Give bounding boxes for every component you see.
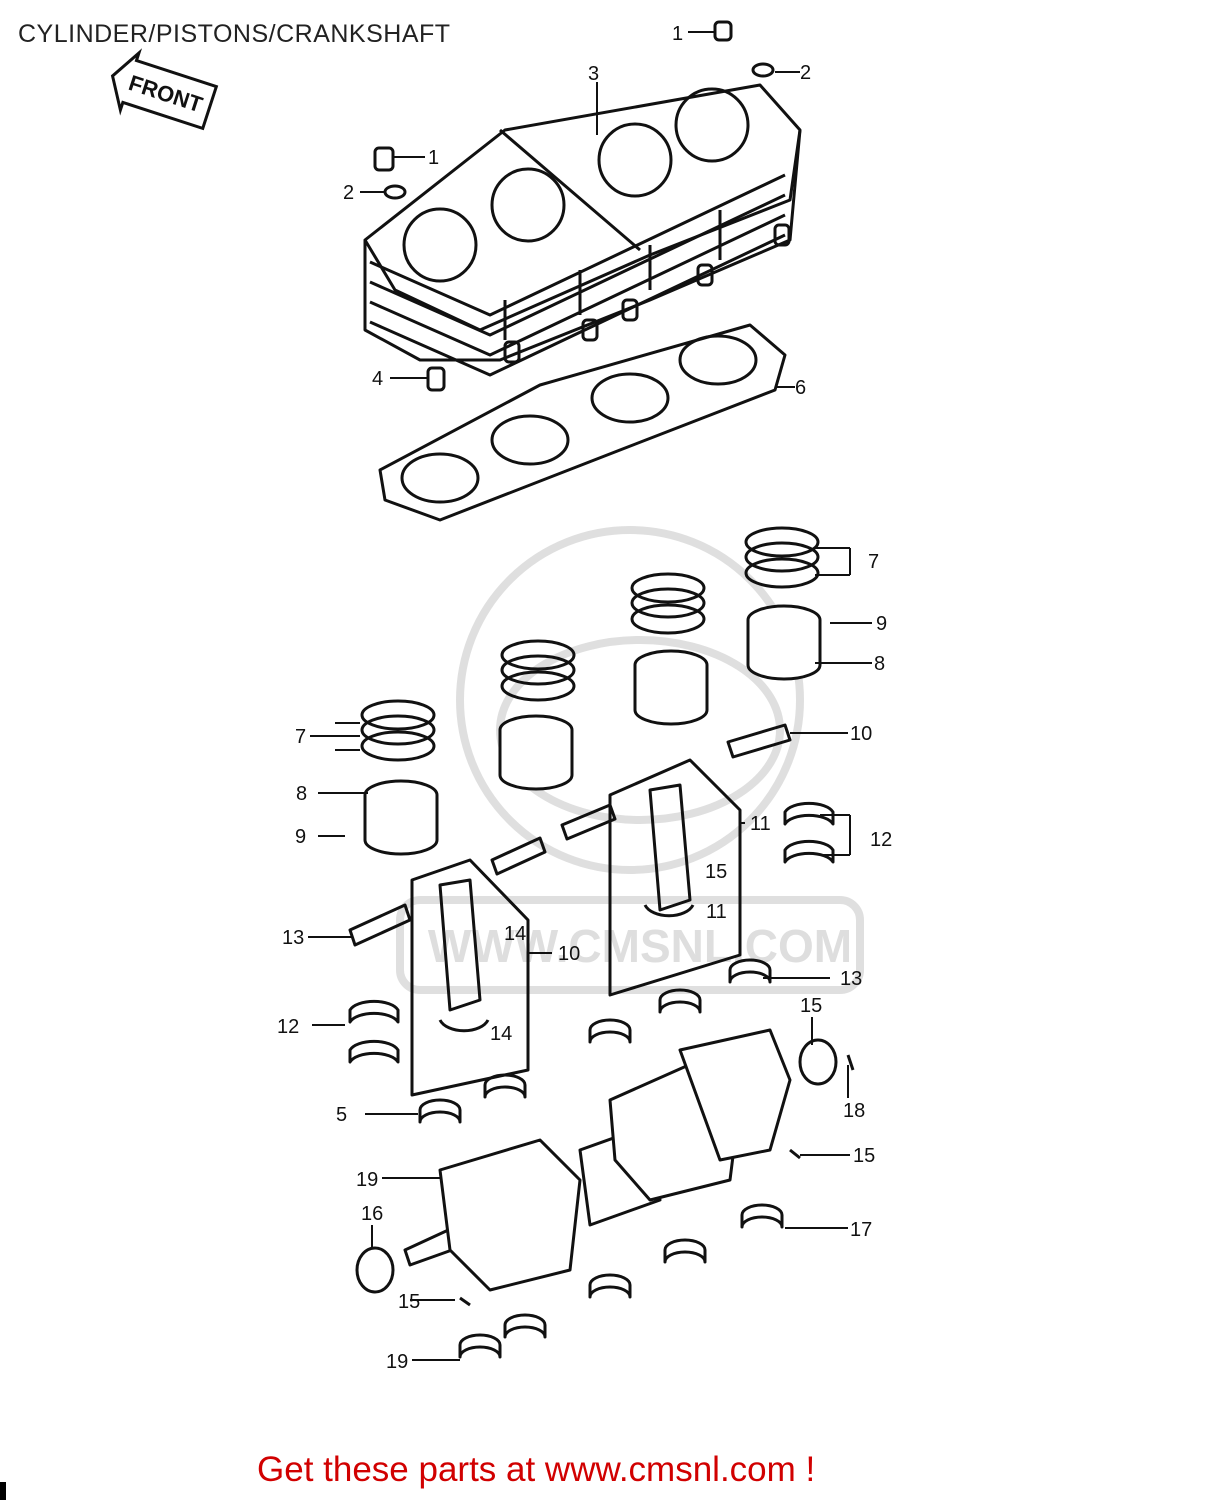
cylinder-gasket bbox=[378, 323, 787, 522]
callout-4: 4 bbox=[372, 368, 383, 390]
callout-6: 6 bbox=[795, 377, 806, 399]
callout-12: 12 bbox=[870, 829, 892, 851]
callout-16: 16 bbox=[361, 1203, 383, 1225]
callout-11: 11 bbox=[750, 813, 771, 835]
watermark-text: WWW.CMSNL.COM bbox=[428, 920, 852, 972]
callout-18: 18 bbox=[843, 1100, 865, 1122]
dowel-pins bbox=[373, 20, 791, 392]
callout-7: 7 bbox=[868, 551, 879, 573]
callout-15: 15 bbox=[398, 1291, 420, 1313]
callout-14: 14 bbox=[490, 1023, 512, 1045]
callout-2: 2 bbox=[343, 182, 354, 204]
callout-9: 9 bbox=[295, 826, 306, 848]
callout-8: 8 bbox=[296, 783, 307, 805]
front-arrow-icon: FRONT bbox=[110, 48, 219, 131]
page-title: CYLINDER/PISTONS/CRANKSHAFT bbox=[18, 20, 451, 48]
callout-1: 1 bbox=[428, 147, 439, 169]
pistons bbox=[363, 604, 822, 856]
callout-2: 2 bbox=[800, 62, 811, 84]
callout-11: 11 bbox=[706, 901, 727, 923]
bearing-shells bbox=[348, 801, 835, 1359]
edge-mark bbox=[0, 1482, 6, 1500]
piston-rings bbox=[360, 526, 820, 762]
callout-13: 13 bbox=[840, 968, 862, 990]
callout-7: 7 bbox=[295, 726, 306, 748]
callout-13: 13 bbox=[282, 927, 304, 949]
callout-5: 5 bbox=[336, 1104, 347, 1126]
crankshaft bbox=[355, 1028, 855, 1307]
callout-19: 19 bbox=[386, 1351, 408, 1373]
leader-lines bbox=[308, 31, 872, 1361]
callout-9: 9 bbox=[876, 613, 887, 635]
callout-15: 15 bbox=[853, 1145, 875, 1167]
piston-pins bbox=[348, 723, 792, 947]
callout-3: 3 bbox=[588, 63, 599, 85]
connecting-rods bbox=[410, 758, 742, 1097]
callout-10: 10 bbox=[850, 723, 872, 745]
callout-17: 17 bbox=[850, 1219, 872, 1241]
callout-12: 12 bbox=[277, 1016, 299, 1038]
callout-14: 14 bbox=[504, 923, 526, 945]
callout-1: 1 bbox=[672, 23, 683, 45]
callout-15: 15 bbox=[800, 995, 822, 1017]
callout-19: 19 bbox=[356, 1169, 378, 1191]
callout-8: 8 bbox=[874, 653, 885, 675]
callout-15: 15 bbox=[705, 861, 727, 883]
callout-10: 10 bbox=[558, 943, 580, 965]
get-parts-link[interactable]: Get these parts at www.cmsnl.com ! bbox=[257, 1450, 816, 1489]
